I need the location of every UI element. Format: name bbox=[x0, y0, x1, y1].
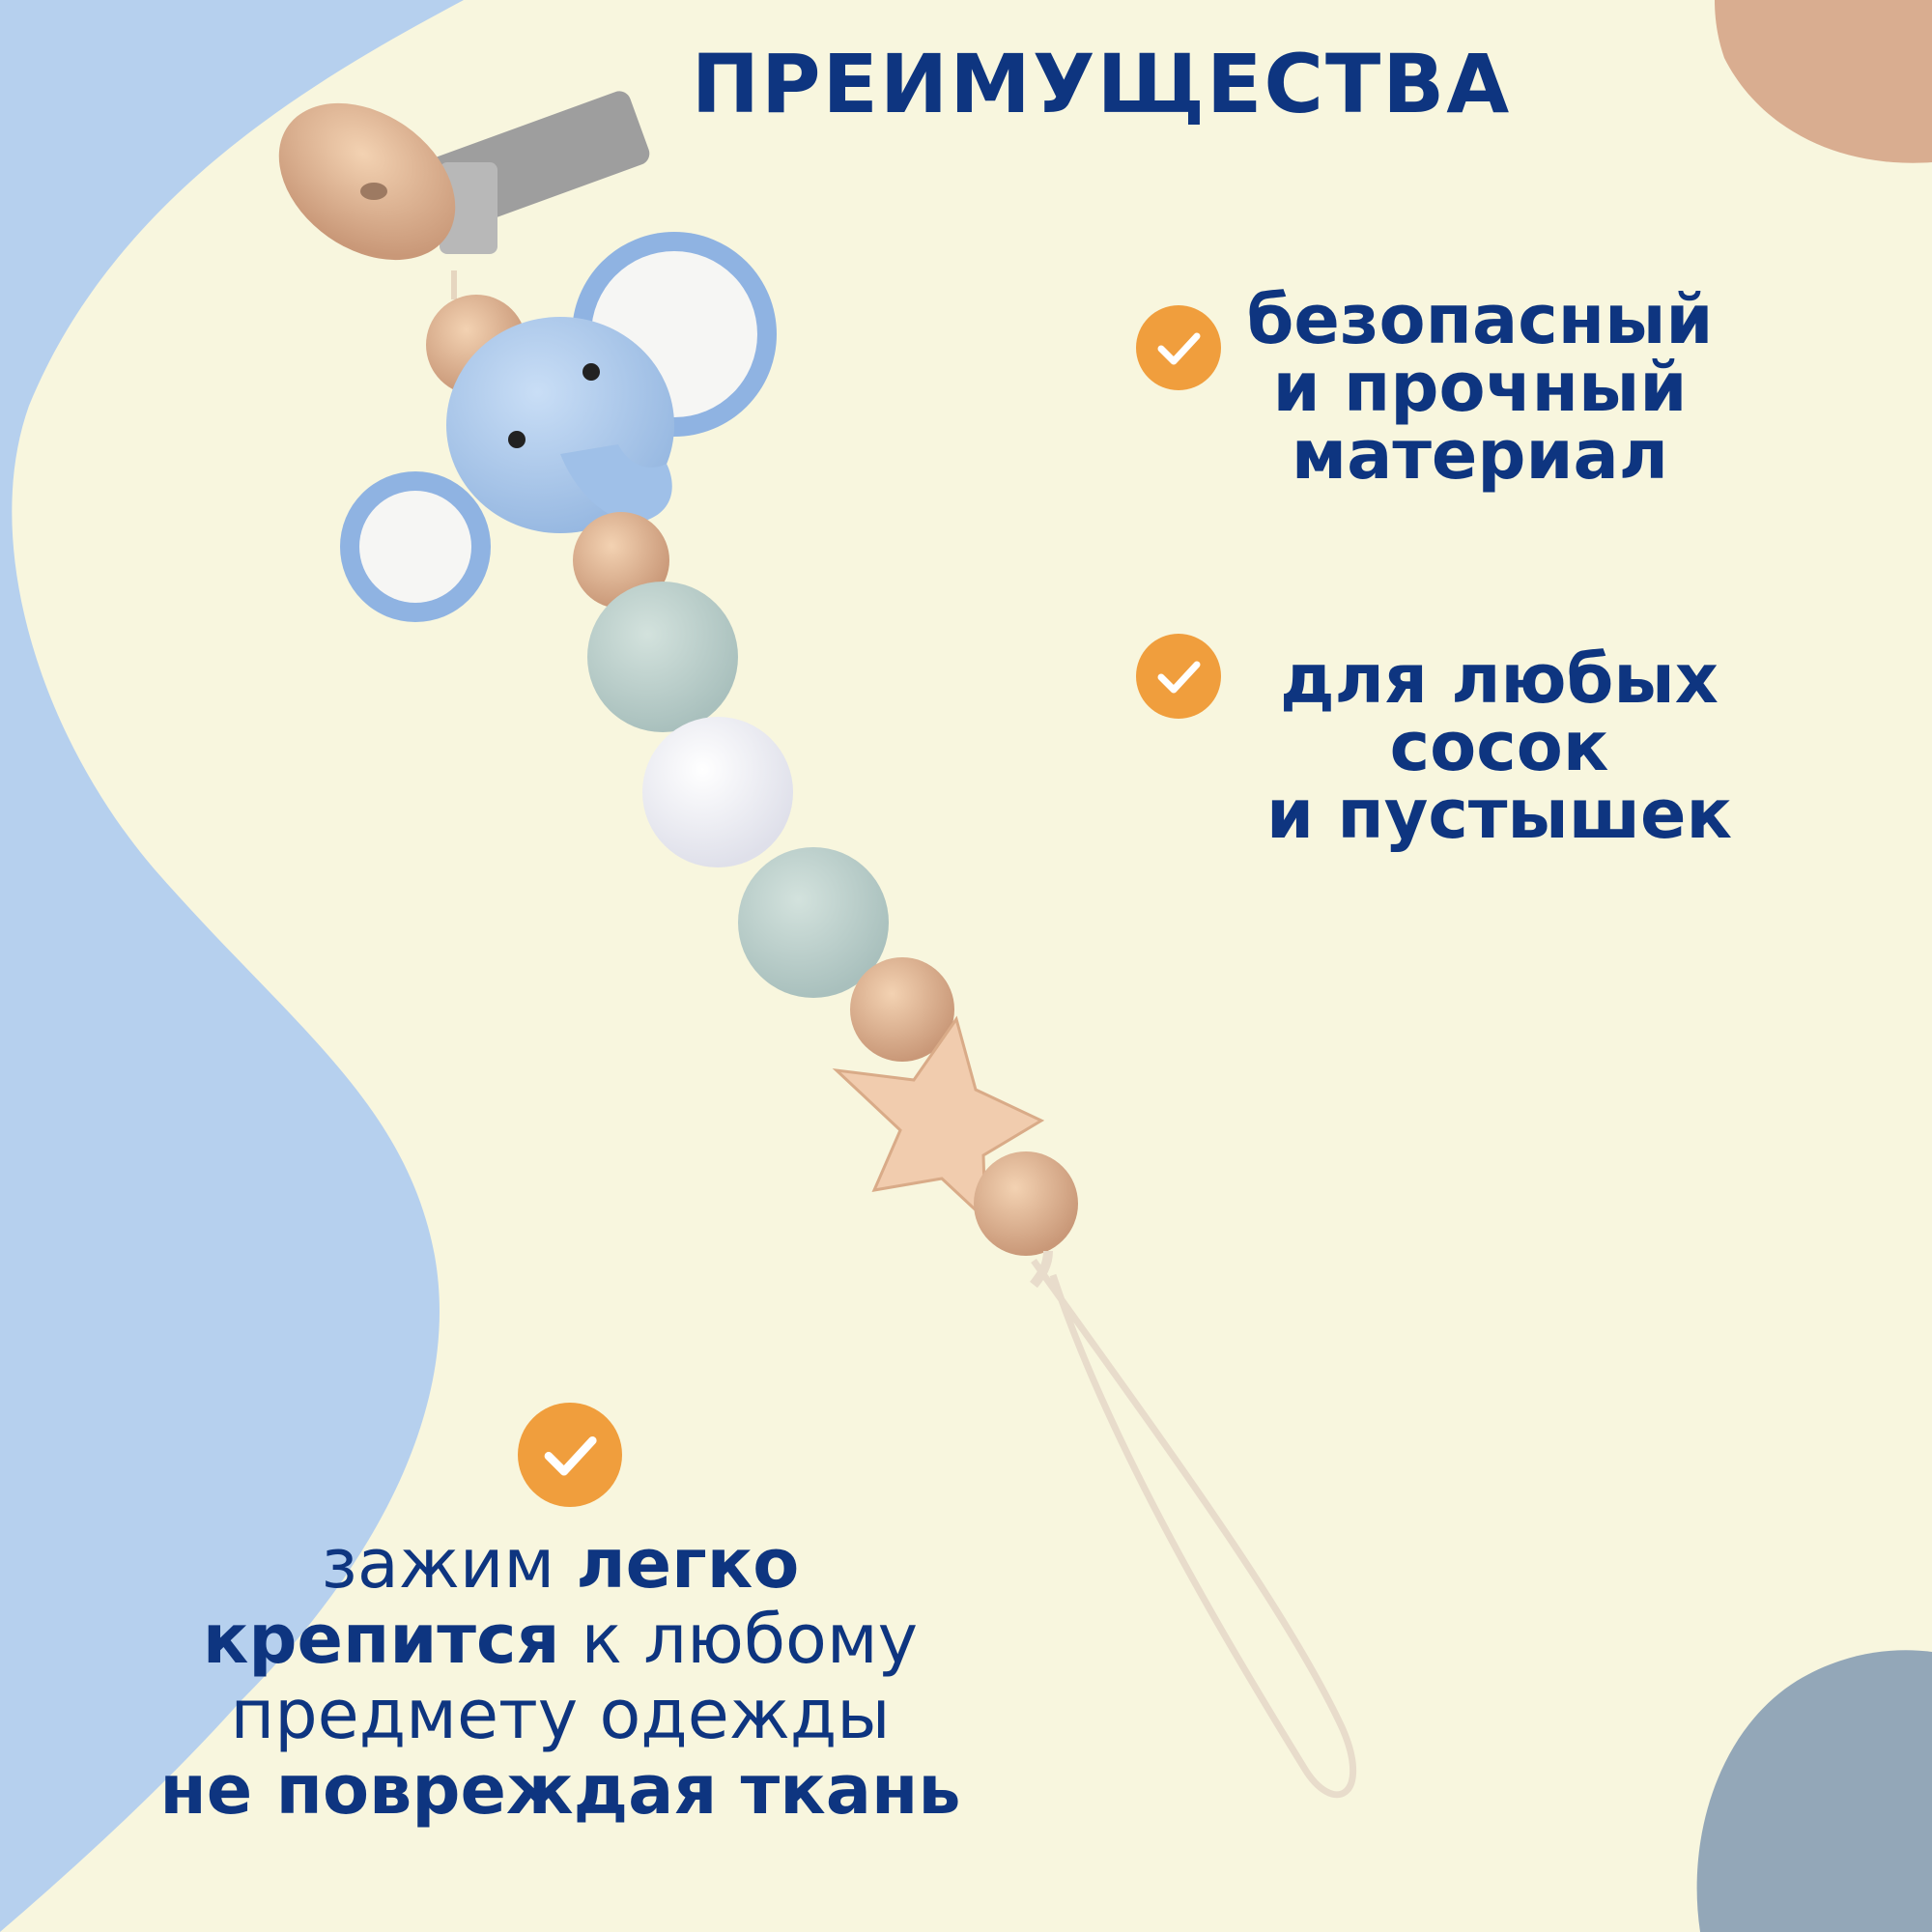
feature-line: сосок bbox=[1389, 707, 1609, 786]
text-bold: не повреждая ткань bbox=[159, 1750, 961, 1830]
check-circle-icon bbox=[518, 1403, 622, 1507]
feature-line: для любых bbox=[1280, 639, 1719, 719]
peach-corner-shape bbox=[1715, 0, 1932, 163]
feature-line: материал bbox=[1291, 415, 1669, 495]
check-circle-icon bbox=[1136, 305, 1221, 390]
cord-loop bbox=[1031, 1258, 1356, 1799]
feature-line: и пустышек bbox=[1265, 775, 1733, 854]
wooden-clip bbox=[278, 91, 650, 299]
feature-clip-description: зажим легко крепится к любому предмету о… bbox=[116, 1526, 1005, 1828]
wood-bead bbox=[850, 957, 954, 1062]
text-bold: легко bbox=[576, 1524, 800, 1604]
slate-corner-shape bbox=[1696, 1650, 1932, 1932]
wood-bead bbox=[974, 1151, 1078, 1256]
page-title: ПРЕИМУЩЕСТВА bbox=[691, 37, 1512, 131]
text-regular: к любому bbox=[581, 1600, 919, 1679]
description-line: не повреждая ткань bbox=[116, 1752, 1005, 1828]
elephant-head bbox=[340, 232, 777, 622]
text-regular: зажим bbox=[321, 1524, 555, 1604]
feature-line: безопасный bbox=[1246, 280, 1714, 359]
description-line: предмету одежды bbox=[230, 1675, 891, 1754]
wooden-star bbox=[832, 1015, 1045, 1223]
feature-line: и прочный bbox=[1272, 348, 1688, 427]
description-line: крепится к любому bbox=[116, 1602, 1005, 1677]
feature-material: безопасный и прочный материал bbox=[1219, 286, 1741, 489]
white-crochet-bead bbox=[642, 717, 793, 867]
blue-wave-shape bbox=[0, 0, 464, 1932]
text-bold: крепится bbox=[202, 1600, 560, 1679]
feature-compatibility: для любых сосок и пустышек bbox=[1219, 645, 1779, 848]
mint-crochet-bead bbox=[587, 582, 738, 732]
check-circle-icon bbox=[1136, 634, 1221, 719]
mint-crochet-bead bbox=[738, 847, 889, 998]
description-line: зажим легко bbox=[116, 1526, 1005, 1602]
